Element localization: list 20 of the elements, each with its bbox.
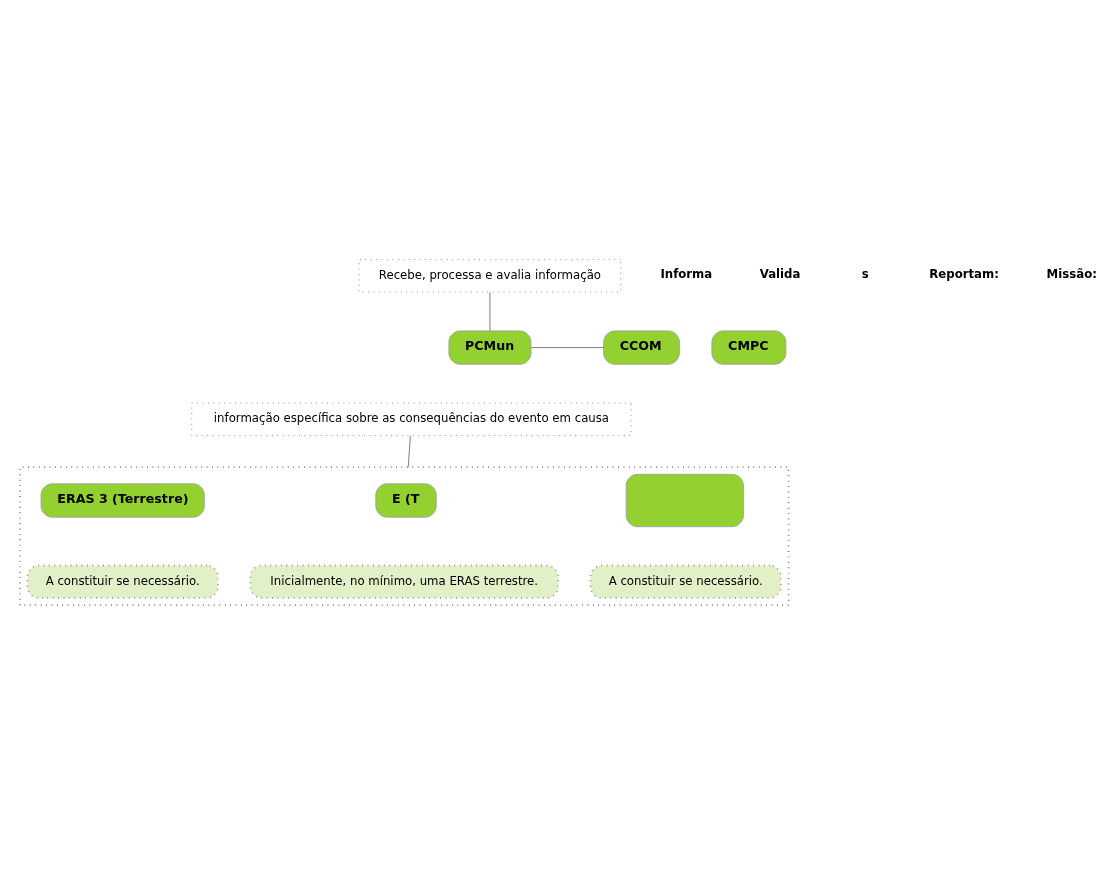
connector xyxy=(489,291,491,331)
connector xyxy=(530,346,604,348)
node-box: PCMun xyxy=(448,329,532,365)
node-box: CCOM xyxy=(603,329,680,365)
label: s xyxy=(861,266,869,281)
node-box: A constituir se necessário. xyxy=(26,564,219,599)
label: Missão: xyxy=(1046,266,1097,281)
node-box xyxy=(625,473,744,527)
node-box: Inicialmente, no mínimo, uma ERAS terrestre. xyxy=(249,564,559,599)
cluster xyxy=(18,465,790,606)
node-box: informação específica sobre as consequências do evento em causa xyxy=(191,402,632,436)
label: Informa xyxy=(660,266,713,281)
label: Reportam: xyxy=(929,266,999,281)
label: Valida xyxy=(759,266,801,281)
node-box: ERAS 3 (Terrestre) xyxy=(40,482,205,518)
node-box: E (T xyxy=(375,482,437,518)
node-box: A constituir se necessário. xyxy=(589,564,782,599)
connector xyxy=(407,434,411,468)
node-box: CMPC xyxy=(711,329,787,365)
node-box: Recebe, processa e avalia informação xyxy=(358,258,622,293)
